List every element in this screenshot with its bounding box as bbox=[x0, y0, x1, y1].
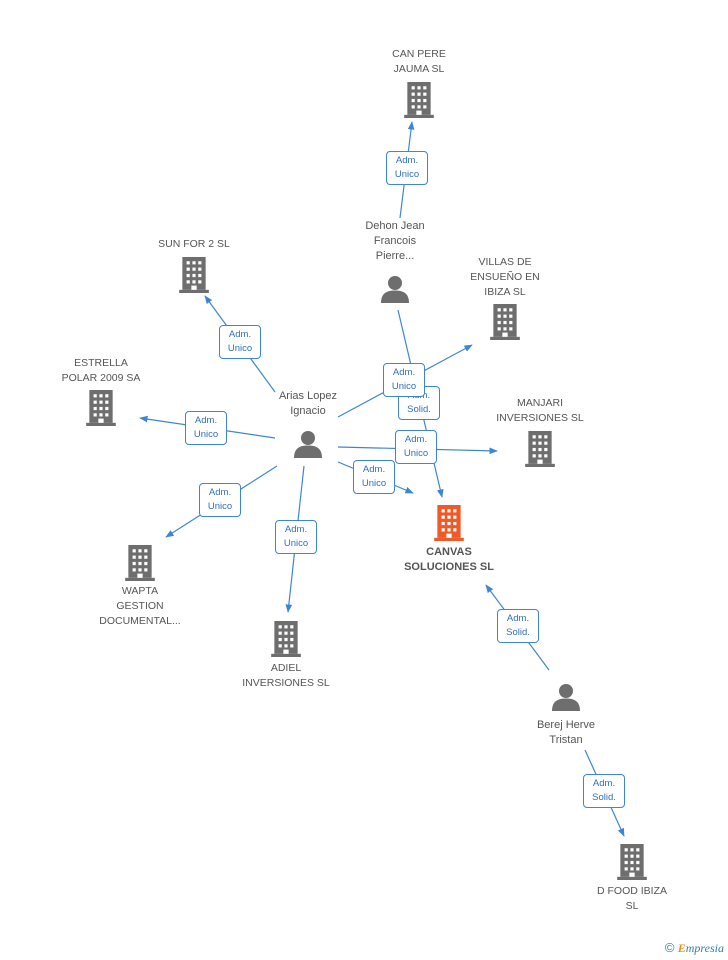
relation-label-berej-dfood[interactable]: Adm. Solid. bbox=[583, 774, 625, 808]
node-label-line: ENSUEÑO EN bbox=[470, 271, 540, 283]
relation-label-arias-canvas[interactable]: Adm. Unico bbox=[353, 460, 395, 494]
node-label-line: INVERSIONES SL bbox=[496, 412, 584, 424]
node-label-line: CANVAS bbox=[426, 546, 472, 558]
node-label-line: IBIZA SL bbox=[484, 286, 526, 298]
relation-label-line: Solid. bbox=[407, 404, 431, 415]
node-label[interactable]: CAN PERE JAUMA SL bbox=[344, 47, 494, 77]
building-icon-wapta[interactable] bbox=[125, 545, 155, 581]
relation-label-line: Adm. bbox=[208, 487, 232, 498]
node-label[interactable]: MANJARI INVERSIONES SL bbox=[465, 396, 615, 426]
person-icon-arias[interactable] bbox=[294, 431, 322, 458]
node-label-line: MANJARI bbox=[516, 397, 564, 409]
node-label-line: ESTRELLA bbox=[74, 357, 128, 369]
node-label-line: Tristan bbox=[549, 734, 583, 746]
relation-label-line: Adm. bbox=[395, 155, 419, 166]
relation-label-line: Unico bbox=[394, 169, 420, 180]
node-label[interactable]: CANVAS SOLUCIONES SL bbox=[374, 545, 524, 575]
building-icon-adiel[interactable] bbox=[271, 621, 301, 657]
node-label-line: INVERSIONES SL bbox=[242, 677, 330, 689]
node-label-line: GESTION bbox=[116, 600, 164, 612]
brand-name: mpresia bbox=[685, 941, 724, 955]
relation-label-line: Adm. bbox=[228, 329, 252, 340]
building-icon-canvas[interactable] bbox=[434, 505, 464, 541]
relation-label-line: Unico bbox=[403, 448, 429, 459]
node-label-line: Dehon Jean bbox=[365, 220, 425, 232]
relation-label-line: Unico bbox=[193, 429, 219, 440]
building-icon-manjari[interactable] bbox=[525, 431, 555, 467]
relation-label-line: Solid. bbox=[506, 627, 530, 638]
node-label-line: D FOOD IBIZA bbox=[596, 885, 667, 897]
copyright-symbol: © bbox=[664, 940, 675, 955]
node-label-line: CAN PERE bbox=[392, 48, 446, 60]
node-label[interactable]: ADIEL INVERSIONES SL bbox=[211, 661, 361, 691]
relation-label-line: Adm. bbox=[592, 778, 616, 789]
relation-label-line: Unico bbox=[207, 501, 233, 512]
node-label-line: WAPTA bbox=[121, 585, 159, 597]
relation-label-line: Unico bbox=[391, 381, 417, 392]
node-label[interactable]: VILLAS DE ENSUEÑO EN IBIZA SL bbox=[430, 255, 580, 300]
relation-label-line: Adm. bbox=[194, 415, 218, 426]
node-label-line: SOLUCIONES SL bbox=[404, 561, 494, 573]
building-icon-dfood[interactable] bbox=[617, 844, 647, 880]
relation-label-line: Adm. bbox=[362, 464, 386, 475]
person-icon-dehon[interactable] bbox=[381, 276, 409, 303]
relation-label-arias-estrella[interactable]: Adm. Unico bbox=[185, 411, 227, 445]
empresia-footer[interactable]: © Empresia bbox=[665, 940, 724, 956]
relation-label-line: Adm. bbox=[506, 613, 530, 624]
node-label[interactable]: D FOOD IBIZA SL bbox=[557, 884, 707, 914]
relation-label-line: Unico bbox=[361, 478, 387, 489]
node-label-line: ADIEL bbox=[270, 662, 302, 674]
relation-label-arias-villas[interactable]: Adm. Unico bbox=[383, 363, 425, 397]
node-label-line: POLAR 2009 SA bbox=[61, 372, 141, 384]
node-label-line: DOCUMENTAL... bbox=[99, 615, 181, 627]
relation-label-dehon-canpere[interactable]: Adm. Unico bbox=[386, 151, 428, 185]
node-label-line: VILLAS DE bbox=[478, 256, 532, 268]
node-label-line: JAUMA SL bbox=[393, 63, 445, 75]
node-label-line: SUN FOR 2 SL bbox=[158, 238, 230, 250]
relation-label-arias-adiel[interactable]: Adm. Unico bbox=[275, 520, 317, 554]
relation-label-berej-canvas[interactable]: Adm. Solid. bbox=[497, 609, 539, 643]
node-label[interactable]: SUN FOR 2 SL bbox=[119, 237, 269, 252]
building-icon-can_pere[interactable] bbox=[404, 82, 434, 118]
relation-label-line: Adm. bbox=[392, 367, 416, 378]
node-label-line: SL bbox=[625, 900, 639, 912]
node-label-line: Berej Herve bbox=[536, 719, 596, 731]
relation-label-arias-sunfor2[interactable]: Adm. Unico bbox=[219, 325, 261, 359]
node-label-line: Francois bbox=[373, 235, 417, 247]
relation-label-line: Adm. bbox=[404, 434, 428, 445]
relation-label-line: Adm. bbox=[284, 524, 308, 535]
relation-label-line: Unico bbox=[283, 538, 309, 549]
relation-label-arias-wapta[interactable]: Adm. Unico bbox=[199, 483, 241, 517]
building-icon-estrella[interactable] bbox=[86, 390, 116, 426]
node-label-line: Pierre... bbox=[375, 250, 415, 262]
relation-label-line: Solid. bbox=[592, 792, 616, 803]
node-label-line: Arias Lopez bbox=[278, 390, 338, 402]
building-icon-villas[interactable] bbox=[490, 304, 520, 340]
relation-label-arias-manjari[interactable]: Adm. Unico bbox=[395, 430, 437, 464]
brand-initial: E bbox=[677, 941, 686, 955]
node-label[interactable]: ESTRELLA POLAR 2009 SA bbox=[26, 356, 176, 386]
node-label-line: Ignacio bbox=[290, 405, 326, 417]
relation-label-line: Unico bbox=[227, 343, 253, 354]
node-label[interactable]: WAPTA GESTION DOCUMENTAL... bbox=[65, 584, 215, 629]
person-icon-berej[interactable] bbox=[552, 684, 580, 711]
building-icon-sun_for_2[interactable] bbox=[179, 257, 209, 293]
